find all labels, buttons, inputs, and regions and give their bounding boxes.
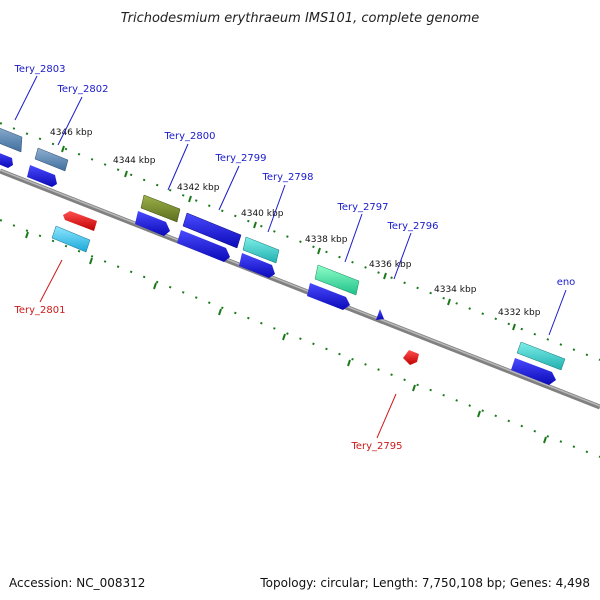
gene-tery-2798[interactable] — [239, 236, 280, 278]
gene-label-tery-2803[interactable]: Tery_2803 — [13, 64, 65, 75]
gene-label-tery-2800[interactable]: Tery_2800 — [163, 131, 215, 142]
cds-arrow — [177, 230, 230, 262]
cds-arrow — [239, 253, 275, 278]
genome-backbone-highlight — [0, 169, 600, 407]
gene-tery-2795[interactable] — [403, 350, 419, 365]
gene-label-tery-2795[interactable]: Tery_2795 — [350, 441, 402, 452]
cds-arrow — [403, 350, 419, 365]
forward-leader-lines — [14, 75, 567, 336]
tick-label-4332: 4332 kbp — [498, 308, 541, 318]
gene-block — [140, 194, 181, 223]
gene-block — [242, 236, 280, 264]
genome-backbone — [0, 168, 600, 410]
tick-label-4342: 4342 kbp — [177, 183, 220, 193]
gene-label-tery-2796[interactable]: Tery_2796 — [386, 221, 438, 232]
cds-arrow — [511, 358, 556, 385]
gene-tery-2797[interactable] — [307, 264, 360, 310]
gene-block — [182, 212, 242, 249]
tick-label-4344: 4344 kbp — [113, 156, 156, 166]
gene-eno[interactable] — [511, 341, 566, 385]
gene-tery-2800[interactable] — [135, 194, 181, 236]
gene-block — [0, 127, 23, 153]
tick-label-4340: 4340 kbp — [241, 209, 284, 219]
lower-tick-track — [0, 219, 600, 458]
gene-tery-2802[interactable] — [27, 147, 69, 187]
tick-label-4336: 4336 kbp — [369, 260, 412, 270]
accession-label: Accession: NC_008312 — [9, 576, 145, 590]
tick-label-4334: 4334 kbp — [434, 285, 477, 295]
gene-tery-2799[interactable] — [177, 212, 242, 262]
gene-block — [314, 264, 360, 296]
gene-label-tery-2801[interactable]: Tery_2801 — [13, 305, 65, 316]
cds-arrow — [0, 153, 13, 168]
cds-arrow — [307, 283, 350, 310]
gene-label-eno[interactable]: eno — [557, 277, 576, 288]
cds-arrow — [376, 309, 384, 320]
map-title: Trichodesmium erythraeum IMS101, complet… — [121, 11, 480, 26]
gene-tery-2801[interactable] — [51, 211, 97, 253]
topology-label: Topology: circular; Length: 7,750,108 bp… — [259, 576, 590, 590]
gene-tery-2796[interactable] — [376, 309, 384, 320]
upper-tick-track — [0, 122, 600, 361]
gene-block — [516, 341, 566, 371]
tick-label-4338: 4338 kbp — [305, 235, 348, 245]
tick-label-4346: 4346 kbp — [50, 128, 93, 138]
gene-label-tery-2799[interactable]: Tery_2799 — [214, 153, 266, 164]
gene-block — [51, 225, 91, 253]
reverse-leader-lines — [39, 259, 397, 439]
cds-arrow — [27, 165, 57, 187]
cds-arrow — [135, 211, 170, 236]
gene-tery-2803[interactable] — [0, 125, 23, 168]
cds-arrow — [63, 211, 97, 231]
gene-label-tery-2798[interactable]: Tery_2798 — [261, 172, 313, 183]
gene-label-tery-2802[interactable]: Tery_2802 — [56, 84, 108, 95]
gene-label-tery-2797[interactable]: Tery_2797 — [336, 202, 388, 213]
gene-block — [34, 147, 69, 172]
